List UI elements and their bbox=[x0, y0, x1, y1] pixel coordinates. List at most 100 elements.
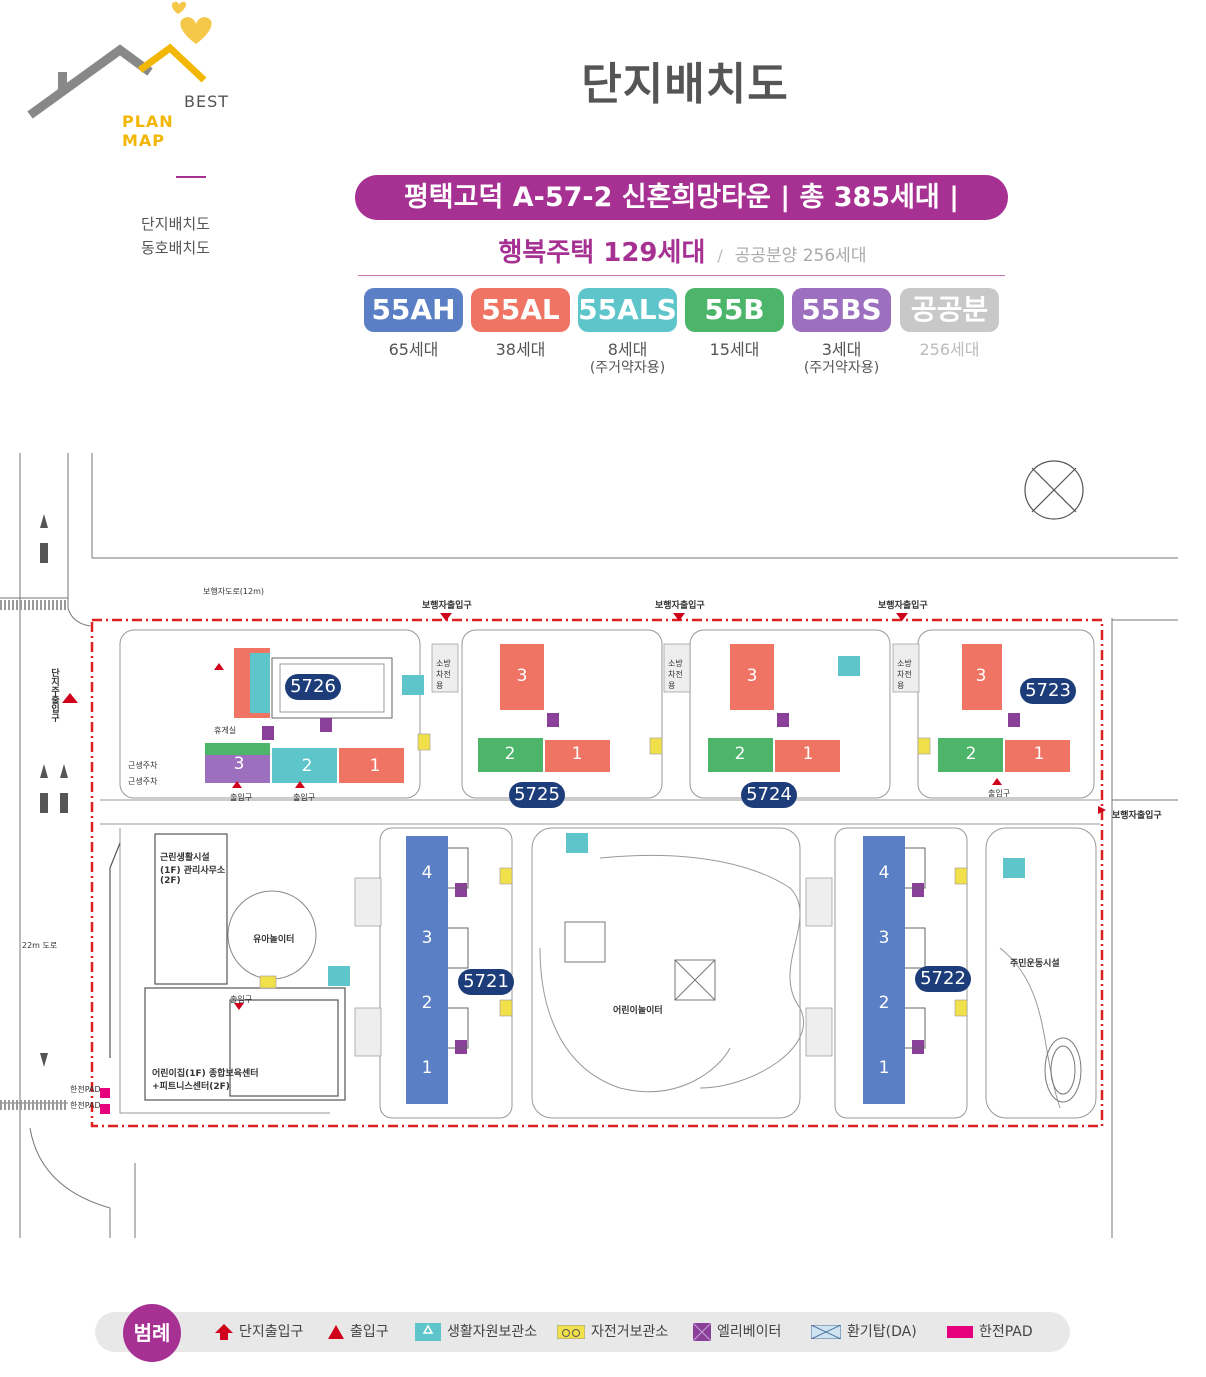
unit-chip: 공공분양 bbox=[900, 288, 999, 370]
block-badge-5724[interactable]: 5724 bbox=[741, 782, 797, 808]
page-title: 단지배치도 bbox=[581, 59, 789, 110]
side-nav: 단지배치도 동호배치도 bbox=[120, 212, 210, 260]
floor-number: 4 bbox=[421, 863, 433, 883]
unit-note: (주거약자용) bbox=[803, 360, 880, 376]
legend-item-kepco-pad: 한전PAD bbox=[947, 1312, 1033, 1352]
block-badge-5726[interactable]: 5726 bbox=[285, 674, 341, 700]
legend-item-complex-entrance: 단지출입구 bbox=[215, 1312, 303, 1352]
subtitle-separator: / bbox=[717, 246, 723, 265]
unit-type-55al: 55AL 38세대 bbox=[471, 288, 570, 359]
parking-label-2: 근생주차 bbox=[128, 777, 158, 786]
ped-entrance-label-4: 보행자출입구 bbox=[1112, 811, 1162, 821]
legend-label: 자전거보관소 bbox=[591, 1324, 669, 1340]
subtitle-row: 행복주택 129세대 / 공공분양 256세대 bbox=[360, 232, 1005, 272]
legend-label: 한전PAD bbox=[979, 1324, 1033, 1340]
floor-number: 3 bbox=[878, 928, 890, 948]
legend: 범례 단지출입구 출입구 생활자원보관소 자전거보관소 엘리베이터 bbox=[95, 1304, 1070, 1362]
logo-planmap-text: PLAN MAP bbox=[122, 112, 174, 150]
floor-number: 1 bbox=[878, 1058, 890, 1078]
unit-chip: 55AL bbox=[471, 288, 570, 332]
unit-count: 3세대 bbox=[821, 340, 862, 359]
daycare-label: 어린이집(1F) 종합보육센터+피트니스센터(2F) bbox=[152, 1069, 259, 1092]
house-logo-icon bbox=[27, 1, 212, 119]
bicycle-icon bbox=[557, 1325, 585, 1339]
kepco-pad-icon bbox=[947, 1326, 973, 1338]
unit-count: 38세대 bbox=[495, 340, 546, 359]
unit-chip: 55ALS bbox=[578, 288, 677, 332]
complex-entrance-icon bbox=[215, 1324, 233, 1340]
fire-lane-label-1: 소방차전용 bbox=[436, 659, 451, 690]
floor-number: 3 bbox=[233, 754, 245, 774]
unit-type-55als: 55ALS 8세대 (주거약자용) bbox=[578, 288, 677, 377]
floor-number: 3 bbox=[516, 666, 528, 686]
legend-item-recycling: 생활자원보관소 bbox=[415, 1312, 537, 1352]
unit-type-55b: 55B 15세대 bbox=[685, 288, 784, 359]
legend-item-elevator: 엘리베이터 bbox=[693, 1312, 781, 1352]
legend-label: 생활자원보관소 bbox=[447, 1324, 538, 1340]
site-plan-drawing bbox=[0, 453, 1178, 1238]
elevator-icon bbox=[693, 1323, 711, 1341]
block-badge-5725[interactable]: 5725 bbox=[509, 782, 565, 808]
project-banner: 평택고덕 A-57-2 신혼희망타운 | 총 385세대 | bbox=[355, 175, 1008, 220]
fire-lane-label-3: 소방차전용 bbox=[897, 659, 912, 690]
site-plan: 3 2 1 3 2 1 3 2 1 3 2 1 4 3 2 1 4 3 2 1 … bbox=[0, 448, 1206, 1248]
unit-count: 15세대 bbox=[709, 340, 760, 359]
floor-number: 2 bbox=[878, 993, 890, 1013]
entrance-icon bbox=[328, 1325, 344, 1339]
unit-chip: 55AH bbox=[364, 288, 463, 332]
ped-entrance-label-2: 보행자출입구 bbox=[655, 601, 705, 611]
toddler-play-label: 유아놀이터 bbox=[253, 935, 295, 945]
legend-title: 범례 bbox=[123, 1304, 181, 1362]
floor-number: 1 bbox=[571, 744, 583, 764]
floor-number: 1 bbox=[421, 1058, 433, 1078]
floor-number: 2 bbox=[301, 756, 313, 776]
entrance-label-3: 출입구 bbox=[988, 789, 1011, 798]
ped-entrance-label-3: 보행자출입구 bbox=[878, 601, 928, 611]
floor-number: 3 bbox=[421, 928, 433, 948]
unit-count: 8세대 bbox=[607, 340, 648, 359]
floor-number: 1 bbox=[802, 744, 814, 764]
legend-item-entrance: 출입구 bbox=[328, 1312, 389, 1352]
kepco-pad-label-1: 한전PAD bbox=[70, 1085, 101, 1094]
nav-item-site-plan[interactable]: 단지배치도 bbox=[140, 215, 210, 233]
nav-active-marker bbox=[176, 176, 206, 178]
unit-count: 65세대 bbox=[388, 340, 439, 359]
sidewalk-label: 보행자도로(12m) bbox=[203, 587, 265, 596]
community-label: 근린생활시설(1F) 관리사무소(2F) bbox=[160, 853, 226, 886]
legend-label: 환기탑(DA) bbox=[847, 1324, 917, 1340]
subtitle-public: 공공분양 256세대 bbox=[734, 246, 867, 266]
floor-number: 3 bbox=[746, 666, 758, 686]
floor-number: 3 bbox=[975, 666, 987, 686]
road-label: 22m 도로 bbox=[22, 941, 58, 950]
entrance-label-4: 출입구 bbox=[230, 995, 253, 1004]
unit-type-55ah: 55AH 65세대 bbox=[364, 288, 463, 359]
floor-number: 1 bbox=[1033, 744, 1045, 764]
legend-item-vent: 환기탑(DA) bbox=[811, 1312, 917, 1352]
subtitle-divider bbox=[358, 275, 1005, 276]
floor-number: 2 bbox=[965, 744, 977, 764]
nav-item-unit-plan[interactable]: 동호배치도 bbox=[140, 239, 210, 257]
entrance-label-2: 출입구 bbox=[293, 793, 316, 802]
floor-number: 4 bbox=[878, 863, 890, 883]
legend-item-bicycle: 자전거보관소 bbox=[557, 1312, 668, 1352]
legend-label: 단지출입구 bbox=[239, 1324, 304, 1340]
complex-entrance-label: 단지주출입구 bbox=[49, 668, 59, 722]
unit-note: (주거약자용) bbox=[589, 360, 666, 376]
block-badge-5723[interactable]: 5723 bbox=[1020, 678, 1076, 704]
floor-number: 2 bbox=[504, 744, 516, 764]
logo-best-text: BEST bbox=[184, 92, 230, 111]
block-badge-5722[interactable]: 5722 bbox=[915, 966, 971, 992]
recycling-icon bbox=[415, 1323, 441, 1341]
legend-label: 엘리베이터 bbox=[717, 1324, 782, 1340]
parking-label-1: 근생주차 bbox=[128, 761, 158, 770]
floor-number: 2 bbox=[734, 744, 746, 764]
logo: BEST PLAN MAP bbox=[22, 0, 228, 150]
kepco-pad-label-2: 한전PAD bbox=[70, 1101, 101, 1110]
resident-sports-label: 주민운동시설 bbox=[1010, 959, 1060, 969]
children-play-label: 어린이놀이터 bbox=[613, 1006, 663, 1016]
floor-number: 2 bbox=[421, 993, 433, 1013]
subtitle-main: 행복주택 129세대 bbox=[498, 238, 706, 268]
lounge-label: 휴게실 bbox=[214, 726, 237, 735]
block-badge-5721[interactable]: 5721 bbox=[458, 969, 514, 995]
floor-number: 1 bbox=[369, 756, 381, 776]
